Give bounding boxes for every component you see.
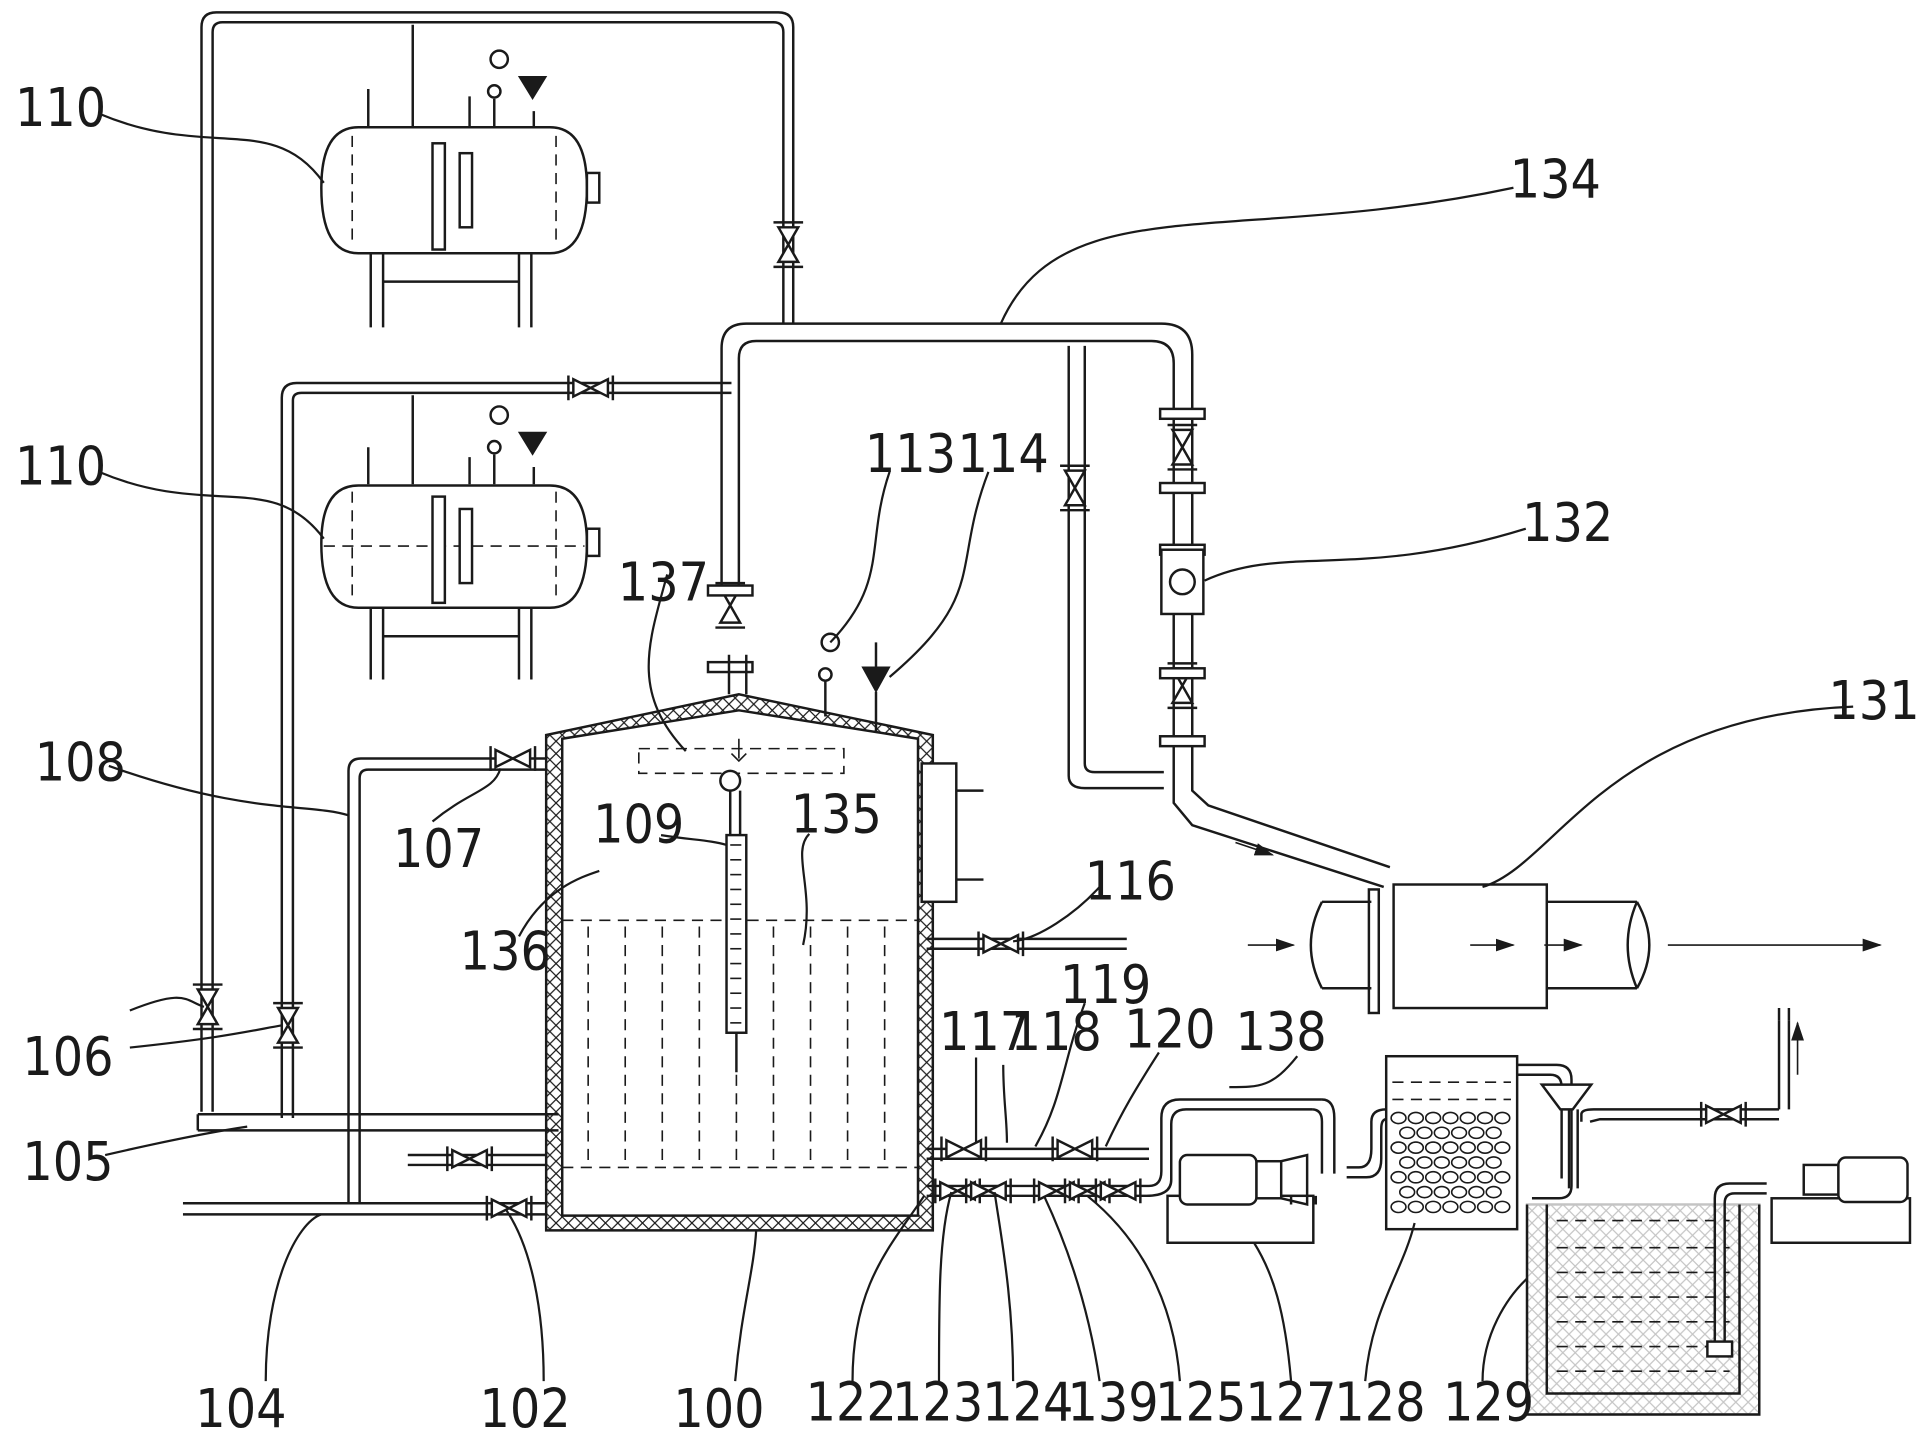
label-113: 113 bbox=[865, 423, 956, 485]
valve bbox=[940, 1136, 988, 1162]
reference-numerals: 110 110 134 132 131 113 114 137 108 107 … bbox=[15, 77, 1920, 1433]
valve bbox=[1051, 1136, 1099, 1162]
label-117: 117 bbox=[939, 1001, 1030, 1063]
label-102: 102 bbox=[479, 1378, 570, 1433]
label-139: 139 bbox=[1067, 1372, 1158, 1433]
valve bbox=[1167, 423, 1198, 471]
label-105: 105 bbox=[22, 1131, 113, 1193]
valve bbox=[1094, 1178, 1142, 1204]
label-135: 135 bbox=[791, 784, 882, 846]
label-118: 118 bbox=[1011, 1001, 1102, 1063]
main-tank bbox=[544, 632, 984, 1232]
tank-129 bbox=[1525, 1083, 1761, 1416]
label-137: 137 bbox=[618, 551, 709, 613]
label-131: 131 bbox=[1828, 670, 1919, 732]
label-138: 138 bbox=[1235, 1001, 1326, 1063]
label-108: 108 bbox=[35, 732, 126, 794]
label-119: 119 bbox=[1060, 954, 1151, 1016]
flange bbox=[1158, 481, 1206, 495]
pipe-network bbox=[182, 11, 1791, 1342]
valve bbox=[273, 1001, 303, 1049]
valve bbox=[489, 746, 537, 771]
valve bbox=[1699, 1101, 1747, 1127]
valve bbox=[773, 221, 804, 269]
label-123: 123 bbox=[892, 1372, 983, 1433]
label-100: 100 bbox=[673, 1378, 764, 1433]
label-104: 104 bbox=[195, 1378, 286, 1433]
label-122: 122 bbox=[806, 1372, 897, 1433]
valve bbox=[485, 1195, 533, 1221]
label-110-mid: 110 bbox=[15, 435, 106, 497]
valve bbox=[567, 375, 615, 401]
label-125: 125 bbox=[1155, 1372, 1246, 1433]
exhaust-duct bbox=[1235, 841, 1882, 1015]
label-109: 109 bbox=[593, 794, 684, 856]
leader-lines bbox=[98, 112, 1854, 1382]
label-134: 134 bbox=[1510, 149, 1601, 211]
pressure-vessel-top bbox=[320, 24, 601, 328]
label-132: 132 bbox=[1522, 492, 1613, 554]
label-128: 128 bbox=[1334, 1372, 1425, 1433]
flange bbox=[1158, 667, 1206, 680]
pump-127 bbox=[1166, 1153, 1318, 1244]
flange bbox=[1158, 735, 1206, 748]
label-129: 129 bbox=[1443, 1372, 1534, 1433]
flange bbox=[706, 584, 754, 597]
valve bbox=[964, 1178, 1012, 1204]
label-124: 124 bbox=[982, 1372, 1073, 1433]
label-127: 127 bbox=[1245, 1372, 1336, 1433]
label-107: 107 bbox=[393, 818, 484, 880]
label-120: 120 bbox=[1124, 999, 1215, 1061]
valve bbox=[1060, 464, 1090, 512]
valve bbox=[446, 1146, 494, 1172]
label-114: 114 bbox=[958, 423, 1049, 485]
label-110-top: 110 bbox=[15, 77, 106, 139]
pressure-vessel-mid bbox=[320, 395, 601, 680]
flange bbox=[1158, 407, 1206, 421]
valve-set bbox=[192, 221, 1747, 1221]
label-136: 136 bbox=[460, 921, 551, 983]
pump-right bbox=[1770, 1008, 1912, 1244]
filter-128 bbox=[1384, 1054, 1519, 1231]
check-valve bbox=[1160, 548, 1205, 616]
valve bbox=[192, 983, 223, 1031]
label-106: 106 bbox=[22, 1026, 113, 1088]
valve bbox=[977, 931, 1025, 957]
label-116: 116 bbox=[1085, 850, 1176, 912]
